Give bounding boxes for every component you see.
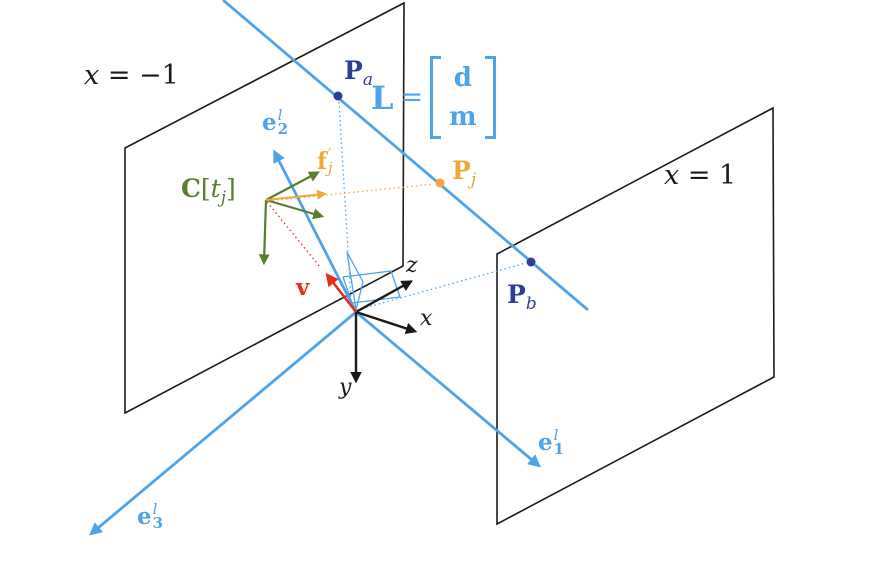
x-axis-arrow	[355, 310, 418, 334]
camera-center-label: C[tj]	[181, 174, 236, 208]
origin-to-pb-dotted-line	[356, 262, 527, 311]
pj-dot	[435, 178, 445, 188]
direction-symbol: d	[453, 63, 472, 93]
z-axis-label: z	[406, 253, 418, 278]
left-bracket	[430, 56, 442, 139]
e3-vector-arrow	[89, 310, 357, 536]
z-axis-arrow	[355, 280, 414, 314]
feature-ray-arrow	[265, 189, 327, 201]
moment-symbol: m	[449, 102, 477, 132]
right-image-plane	[496, 106, 775, 526]
line-L	[222, 0, 589, 312]
pa-dot	[333, 91, 343, 101]
velocity-vector-arrow	[325, 272, 358, 313]
left-image-plane	[124, 1, 405, 415]
velocity-label: v	[296, 274, 310, 301]
velocity-to-camera-dotted-line	[266, 201, 322, 269]
camera-axis2-arrow	[265, 198, 325, 220]
x-axis-label: x	[420, 306, 433, 331]
pa-label: Pa	[344, 56, 373, 90]
camera-axis3-arrow	[258, 199, 270, 266]
e2-vector-arrow	[273, 149, 358, 313]
camera-axis1-arrow	[265, 171, 320, 201]
e1-vector-arrow	[355, 310, 541, 468]
right-bracket	[484, 56, 496, 139]
y-axis-label: y	[339, 375, 352, 400]
left-plane-label: x = −1	[84, 60, 179, 91]
pa-drop-dotted-line	[338, 101, 352, 301]
pj-label: Pj	[452, 156, 477, 190]
camera-to-pj-dotted-line	[267, 183, 435, 202]
right-plane-label: x = 1	[664, 160, 737, 191]
moment-plane-marker	[346, 251, 364, 311]
equals-sign: =	[400, 82, 424, 113]
pb-label: Pb	[507, 280, 537, 314]
plucker-matrix: d m	[430, 56, 496, 139]
line-plucker-label: L = d m	[371, 56, 496, 139]
pb-dot	[526, 257, 536, 267]
line-L-symbol: L	[371, 78, 394, 117]
orthogonality-marker	[342, 270, 401, 304]
feature-ray-label: f ′j	[317, 145, 333, 177]
